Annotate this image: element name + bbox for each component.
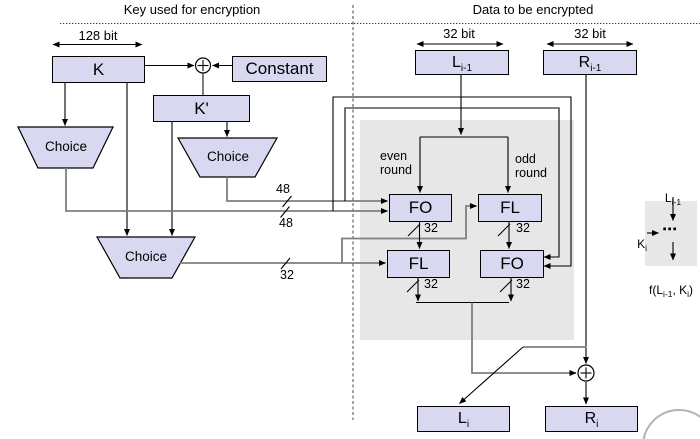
slash-bus48-top <box>282 195 292 208</box>
label-32bit-left: 32 bit <box>443 26 475 41</box>
constant-box-label: Constant <box>245 59 314 78</box>
wrap-wire-inner-to-fo2 <box>344 107 560 260</box>
label-bus48-bottom: 48 <box>279 216 293 230</box>
label-bus48-top: 48 <box>276 182 290 196</box>
left-section-title: Key used for encryption <box>123 2 261 17</box>
choice2-label: Choice <box>206 149 250 164</box>
slash-fl2-out <box>406 279 420 293</box>
label-fo2-out-32: 32 <box>516 277 530 291</box>
bus48-choice1-to-fo1 <box>65 168 388 214</box>
l-out-box: Li <box>417 406 510 432</box>
k-box-label: K <box>92 59 105 79</box>
l-prev-label: Li-1 <box>451 53 473 74</box>
slash-bus32-key <box>280 257 291 270</box>
legend-input-label: Li-1 <box>664 191 682 208</box>
label-fl2-out-32: 32 <box>424 277 438 291</box>
legend-dots: ⋯ <box>662 221 677 238</box>
fo1-label: FO <box>408 198 433 217</box>
constant-box: Constant <box>232 56 327 82</box>
fl1-label: FL <box>500 198 520 217</box>
l-prev-box: Li-1 <box>415 50 509 75</box>
label-128bit: 128 bit <box>78 28 118 43</box>
slash-fl1-out <box>497 223 511 237</box>
r-prev-box: Ri-1 <box>543 50 637 75</box>
slash-fo2-out <box>499 279 513 293</box>
xor1-icon <box>194 57 212 74</box>
label-32bit-right: 32 bit <box>574 26 606 41</box>
legend-output-label: f(Li-1, Ki) <box>648 283 694 300</box>
fo2-label: FO <box>500 254 524 273</box>
label-fl1-out-32: 32 <box>516 221 530 235</box>
slash-bus48-bottom <box>280 206 290 218</box>
choice3-label: Choice <box>124 249 168 264</box>
fo1-box: FO <box>389 194 452 222</box>
xor2-icon <box>577 364 595 382</box>
r-prev-label: Ri-1 <box>578 53 602 74</box>
bus32-branch-to-fl1 <box>341 203 477 263</box>
choice3-selector <box>95 236 197 279</box>
l-out-label: Li <box>457 410 470 430</box>
label-bus32-key: 32 <box>280 268 294 282</box>
even-round-label: even round <box>380 149 412 177</box>
wrap-wire-outer-to-fo2 <box>332 96 572 269</box>
fo2-box: FO <box>480 250 544 278</box>
wire-f-output-to-xor2 <box>471 302 577 376</box>
wire-swap-diagonal-to-li <box>459 346 524 404</box>
fl1-box: FL <box>478 194 542 222</box>
slash-fo1-out <box>407 223 421 237</box>
round-function-panel <box>360 120 574 340</box>
right-section-title: Data to be encrypted <box>472 2 594 17</box>
label-fo1-out-32: 32 <box>424 221 438 235</box>
r-out-label: Ri <box>584 410 599 430</box>
fl2-label: FL <box>408 254 429 273</box>
k-box: K <box>52 56 145 83</box>
bus48-choice2-to-fo1 <box>226 177 388 204</box>
choice2-selector <box>176 137 279 178</box>
k-prime-box-label: K' <box>194 98 209 118</box>
corner-arc-decoration <box>642 409 700 439</box>
odd-round-label: odd round <box>515 152 547 180</box>
k-prime-box: K' <box>153 95 250 122</box>
legend-key-label: Ki <box>637 237 647 254</box>
choice1-selector <box>17 126 114 169</box>
fl2-box: FL <box>387 250 450 278</box>
r-out-box: Ri <box>545 406 638 432</box>
choice1-label: Choice <box>44 139 88 154</box>
